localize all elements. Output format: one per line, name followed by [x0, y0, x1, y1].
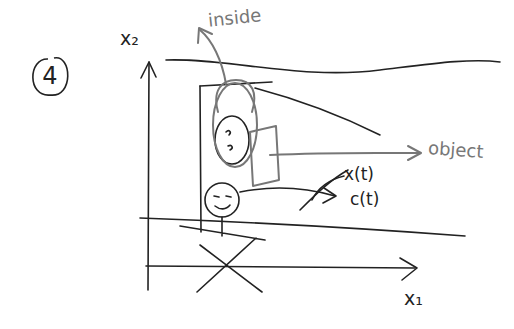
sketch-label: c(t): [350, 190, 379, 209]
frame-line: [200, 86, 201, 232]
object-box: [250, 126, 279, 186]
figure-head: [205, 183, 239, 217]
object-leader: [270, 153, 420, 155]
sketch-label: object: [427, 138, 484, 162]
inner-mark: [226, 131, 232, 150]
trajectory-stroke: [312, 176, 344, 200]
figure-face: [214, 196, 231, 209]
inside-leader: [200, 30, 226, 84]
step-number: 4: [42, 63, 57, 89]
x2-arrowhead: [141, 62, 156, 78]
x1-axis: [146, 266, 415, 268]
inside-loop: [216, 80, 254, 112]
frame-line: [255, 88, 380, 135]
sketch-label: x(t): [344, 165, 374, 184]
sketch-label: x₂: [120, 28, 139, 49]
x1-arrowhead: [400, 258, 417, 280]
path-arrowhead: [323, 188, 336, 203]
x2-axis: [148, 62, 149, 290]
sketch-label: x₁: [404, 288, 423, 309]
object-arrowhead: [408, 146, 421, 160]
sketch-label: inside: [207, 5, 262, 30]
circle-outline: [33, 58, 68, 95]
figure-body: [180, 217, 265, 292]
trajectory-stroke: [300, 170, 348, 210]
road-edge: [166, 60, 500, 73]
circled-number: 4: [30, 56, 70, 96]
